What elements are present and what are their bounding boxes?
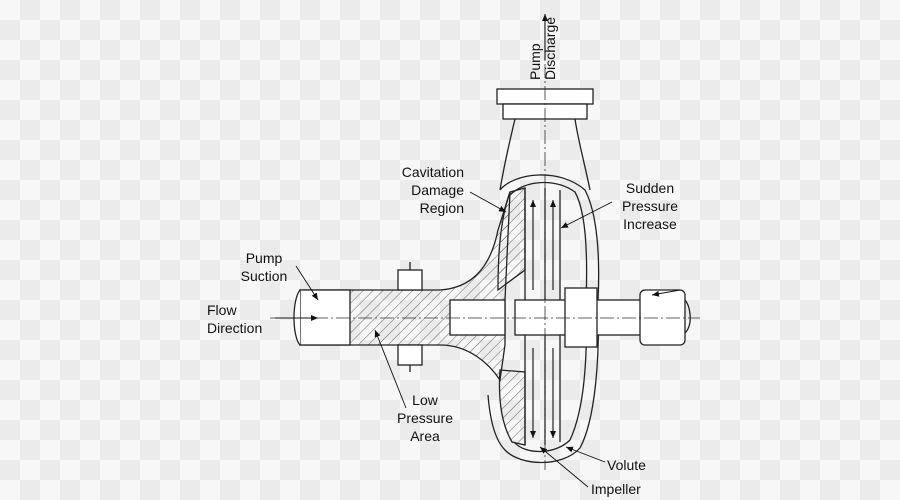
pump-discharge-label: Pump Discharge	[527, 16, 558, 80]
sudden-pressure-label: Sudden Pressure Increase	[621, 180, 679, 232]
low-pressure-label: Low Pressure Area	[396, 392, 454, 444]
cavitation-label: Cavitation Damage Region	[401, 164, 464, 216]
impeller-lower	[498, 369, 526, 446]
pump-suction-label: Pump Suction	[240, 250, 288, 284]
volute-casing	[487, 174, 600, 464]
flow-direction-label: Flow Direction	[207, 302, 263, 336]
hub	[449, 299, 506, 336]
discharge-neck	[499, 118, 591, 191]
impeller-label: Impeller	[591, 481, 641, 497]
volute-label: Volute	[607, 457, 646, 473]
